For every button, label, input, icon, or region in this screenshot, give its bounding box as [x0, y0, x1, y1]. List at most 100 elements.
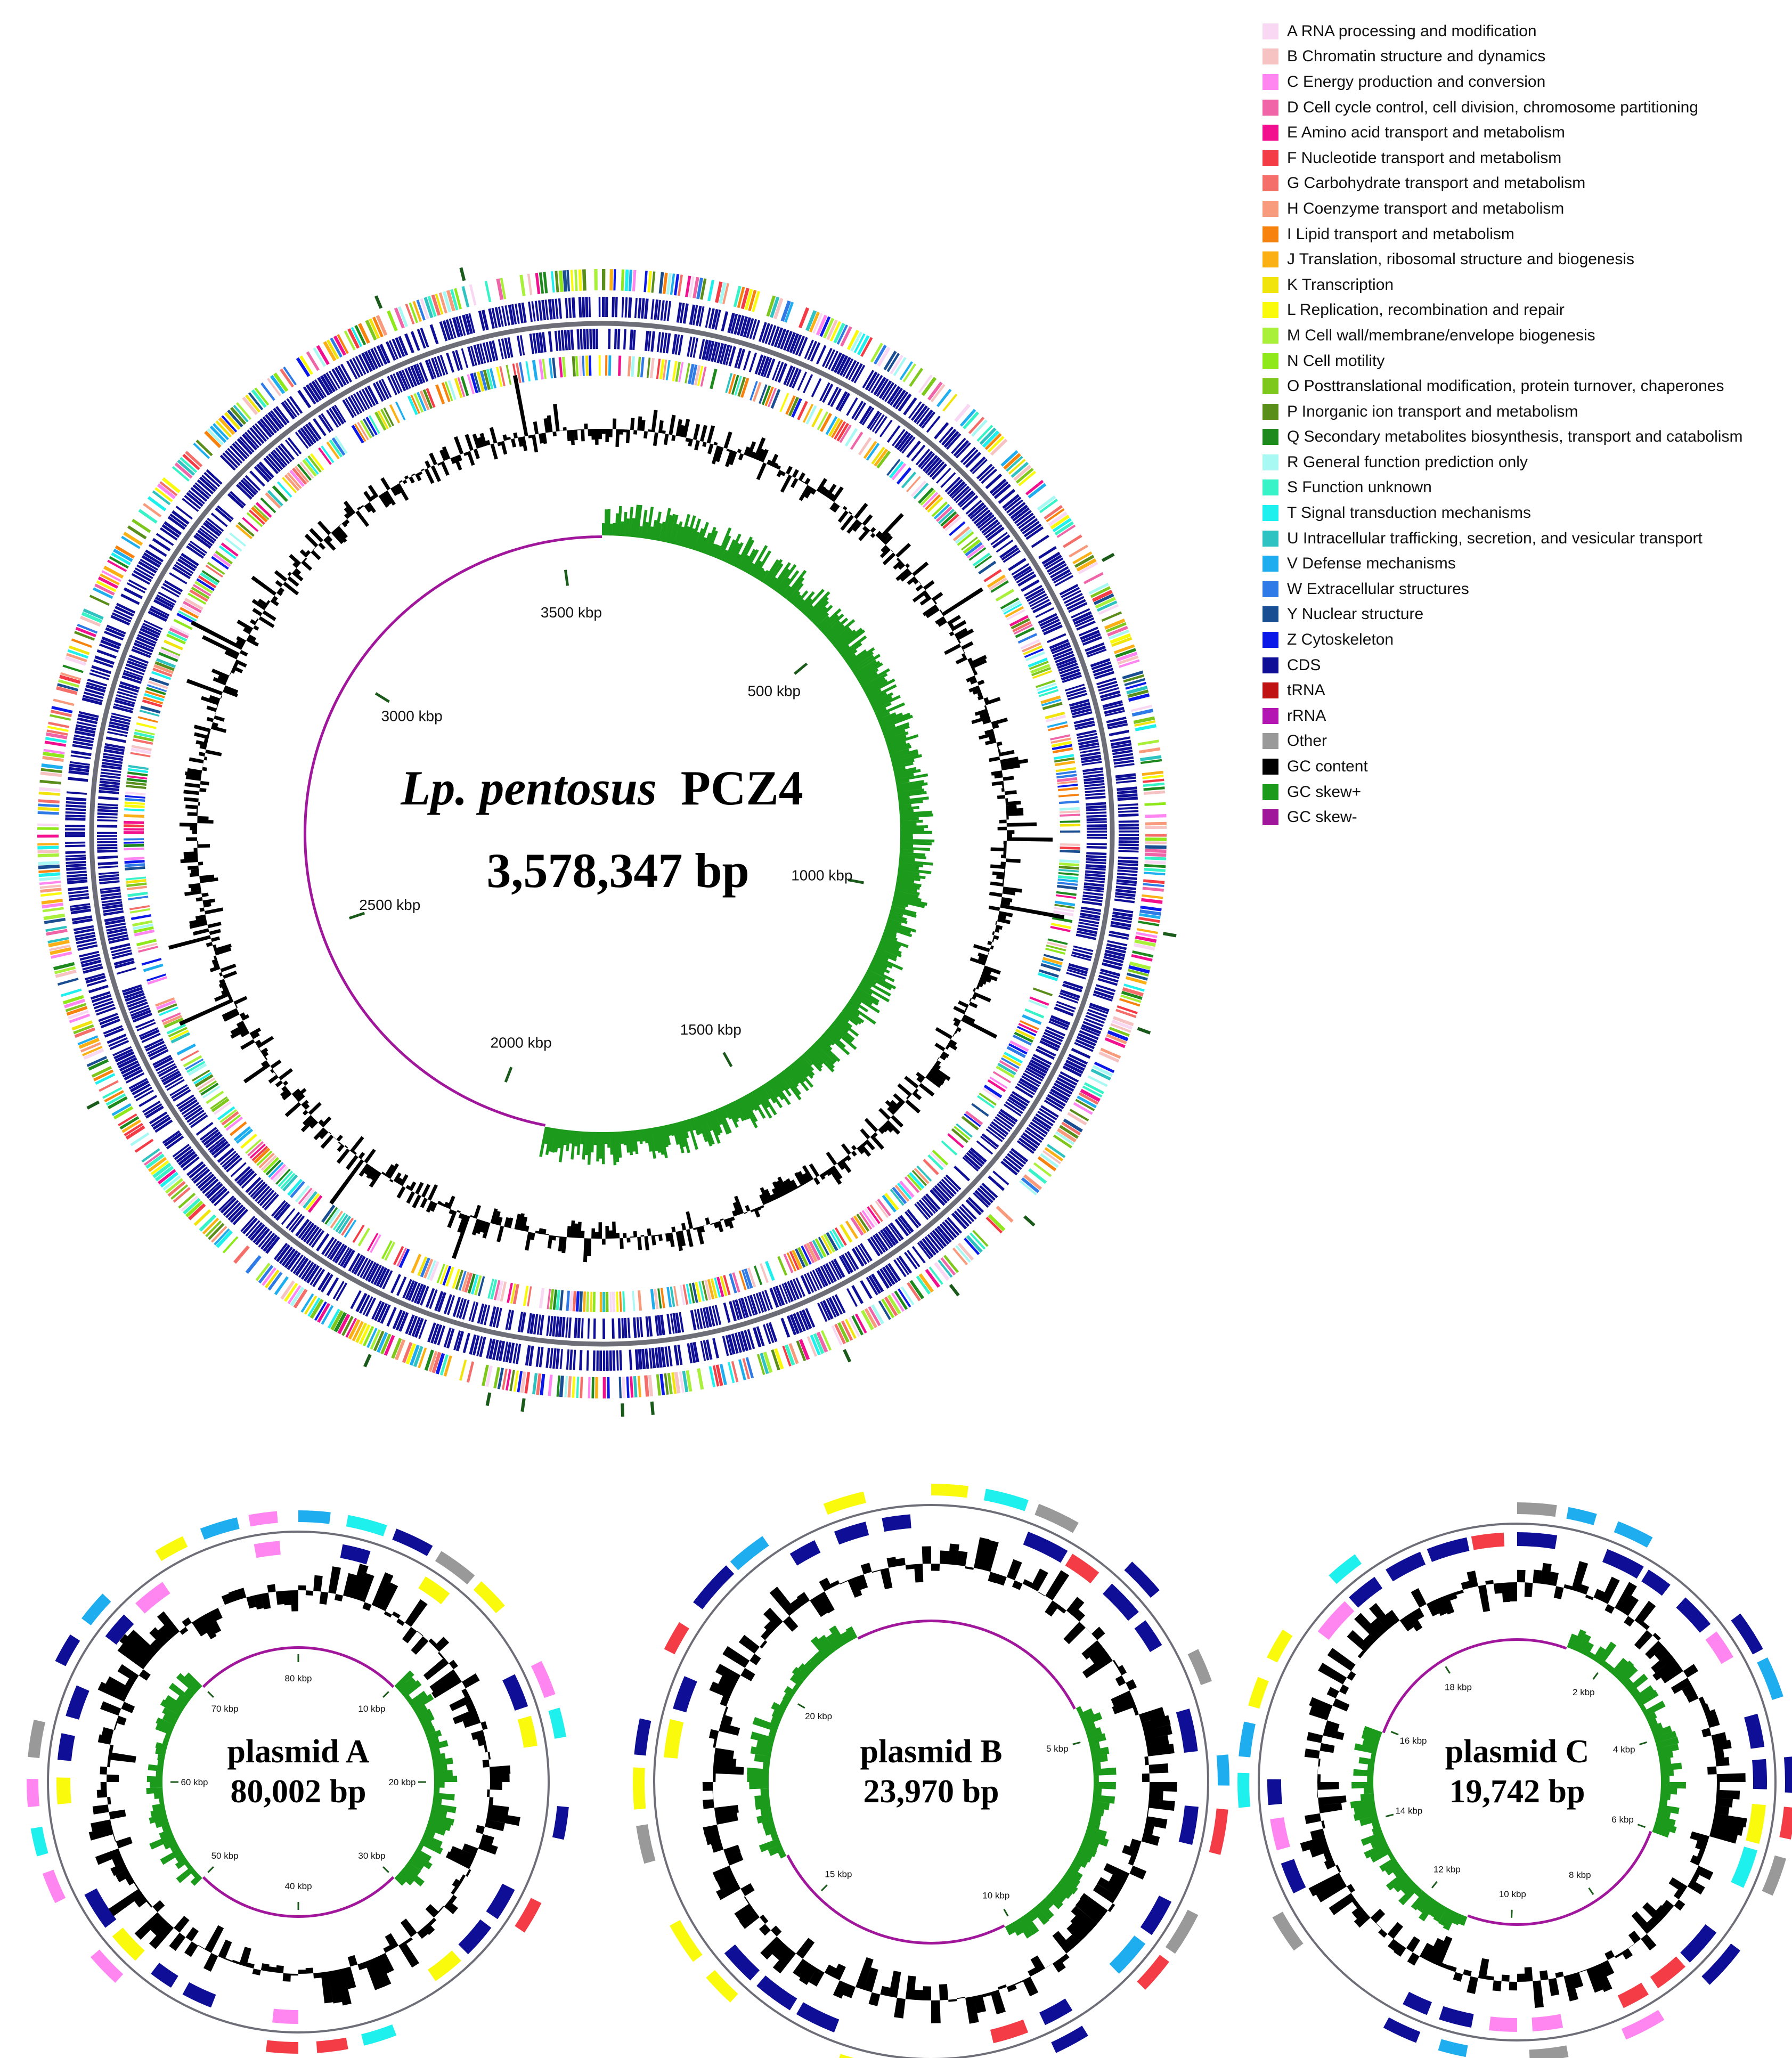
cds-reverse — [186, 545, 204, 559]
cds-forward — [182, 498, 199, 512]
cds-forward — [1104, 953, 1125, 961]
cog-feature-reverse — [558, 357, 563, 378]
cog-feature-forward — [857, 335, 870, 355]
cog-feature-forward — [816, 1331, 828, 1353]
cds-reverse — [129, 654, 149, 664]
cds-forward — [1008, 502, 1026, 517]
cds-forward — [531, 301, 536, 322]
cds-forward — [761, 323, 770, 343]
cog-feature-reverse — [442, 1265, 452, 1286]
cog-feature-reverse — [547, 1289, 551, 1309]
cog-feature-forward — [1138, 917, 1160, 923]
cds-forward — [695, 305, 702, 326]
cog-feature-reverse — [221, 1111, 239, 1126]
cog-feature-reverse — [632, 1290, 636, 1312]
cog-feature-reverse — [272, 1166, 289, 1183]
cds-reverse — [576, 329, 580, 350]
cog-feature-forward — [47, 726, 69, 732]
cog-feature-reverse — [608, 355, 612, 376]
cds-forward — [69, 896, 89, 901]
cds-reverse — [492, 1307, 500, 1328]
cog-feature-reverse — [859, 1211, 873, 1230]
cog-feature-forward — [782, 1345, 792, 1366]
cog-feature-reverse — [181, 604, 200, 616]
cog-feature-forward — [37, 834, 59, 838]
cds-forward — [442, 320, 451, 340]
cog-feature-forward — [102, 1087, 123, 1099]
cds-reverse — [914, 1203, 929, 1221]
cog-feature-reverse — [142, 699, 162, 707]
cds-forward — [395, 337, 405, 357]
cog-feature-reverse — [906, 476, 921, 493]
cog-feature-reverse — [224, 1114, 241, 1128]
legend-item: CDS — [1262, 653, 1785, 678]
cds-forward — [558, 298, 562, 319]
cog-feature-reverse — [419, 390, 430, 410]
cds-forward — [287, 1252, 301, 1271]
cds-reverse — [854, 1246, 867, 1265]
cds-reverse — [939, 1181, 955, 1197]
cds-reverse — [255, 1185, 271, 1202]
cog-feature-reverse — [861, 1210, 875, 1228]
cog-feature-reverse — [420, 1257, 430, 1278]
cog-feature-reverse — [866, 443, 880, 461]
cog-feature-reverse — [123, 831, 144, 834]
cds-forward — [518, 303, 524, 323]
cds-reverse — [1038, 613, 1057, 624]
cog-feature-reverse — [920, 490, 936, 506]
cds-forward — [845, 360, 857, 379]
legend-label: G Carbohydrate transport and metabolism — [1287, 174, 1586, 192]
cog-feature-forward — [1125, 681, 1147, 690]
cds-forward — [361, 352, 373, 372]
cds-forward — [325, 372, 338, 391]
cds-reverse — [373, 1266, 385, 1286]
cog-feature-reverse — [125, 866, 145, 871]
cog-feature-forward — [107, 1096, 128, 1110]
cds-reverse — [190, 1114, 208, 1128]
cog-feature-forward — [161, 477, 181, 493]
cds-forward — [1102, 962, 1122, 971]
cog-feature-forward — [796, 1340, 807, 1361]
cog-feature-forward — [578, 269, 582, 291]
cds-forward — [780, 1317, 791, 1338]
cog-feature-forward — [860, 337, 873, 357]
cds-reverse — [1030, 1059, 1049, 1071]
cds-forward — [1009, 1150, 1027, 1165]
cds-reverse — [361, 388, 373, 408]
cog-feature-reverse — [904, 1176, 920, 1193]
cds-forward — [326, 1277, 339, 1296]
cog-feature-reverse — [588, 355, 592, 376]
cog-feature-reverse — [321, 445, 335, 463]
cog-feature-reverse — [599, 1292, 602, 1313]
cog-feature-reverse — [166, 633, 186, 645]
cog-feature-forward — [613, 269, 616, 291]
cog-feature-reverse — [978, 560, 997, 575]
cog-feature-reverse — [1056, 774, 1077, 779]
cds-forward — [371, 1300, 382, 1320]
cog-feature-forward — [1143, 786, 1165, 791]
cog-feature-forward — [957, 1242, 974, 1261]
cog-feature-forward — [1138, 921, 1160, 926]
cog-feature-reverse — [186, 1061, 206, 1073]
cog-feature-forward — [260, 382, 275, 401]
cds-forward — [645, 1348, 649, 1369]
cds-forward — [865, 371, 878, 391]
cog-feature-forward — [841, 1320, 853, 1341]
cog-feature-forward — [954, 403, 971, 422]
cog-feature-forward — [1063, 534, 1082, 548]
cds-reverse — [1086, 815, 1107, 818]
cog-feature-forward — [543, 272, 548, 294]
cds-forward — [1068, 1054, 1088, 1065]
cog-feature-forward — [1144, 868, 1166, 872]
cds-reverse — [757, 355, 767, 376]
cds-forward — [112, 612, 132, 623]
cog-feature-forward — [326, 339, 339, 360]
legend-swatch — [1262, 175, 1278, 192]
cog-feature-forward — [69, 645, 90, 655]
cds-forward — [673, 1345, 680, 1366]
cds-forward — [1118, 843, 1139, 847]
cds-forward — [472, 1335, 480, 1356]
legend-swatch — [1262, 784, 1278, 800]
cds-reverse — [1016, 571, 1035, 584]
